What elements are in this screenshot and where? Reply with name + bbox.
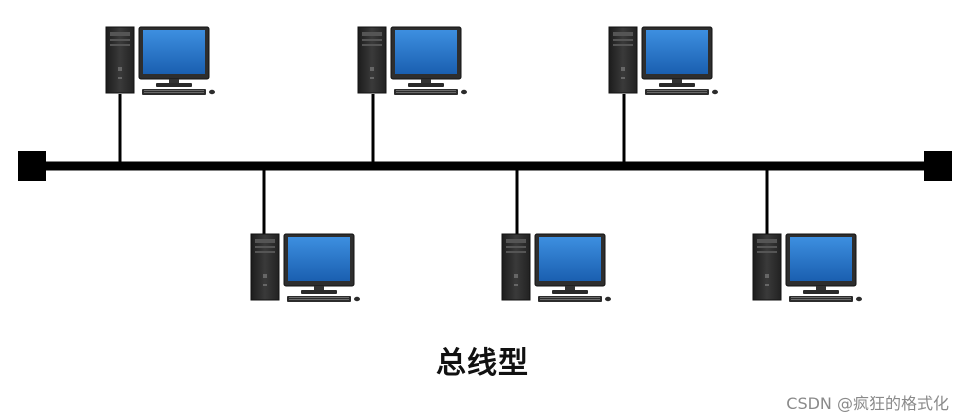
computer-icon-top-3 (608, 26, 719, 96)
watermark: CSDN @疯狂的格式化 (786, 394, 949, 413)
computer-icon-bottom-3 (752, 233, 863, 303)
computer-icon-bottom-1 (250, 233, 361, 303)
computer-icon-top-1 (105, 26, 216, 96)
diagram-caption: 总线型 (436, 346, 529, 381)
computer-icon-bottom-2 (501, 233, 612, 303)
bus-terminator-left (18, 151, 46, 181)
bus-terminator-right (924, 151, 952, 181)
computer-icon-top-2 (357, 26, 468, 96)
